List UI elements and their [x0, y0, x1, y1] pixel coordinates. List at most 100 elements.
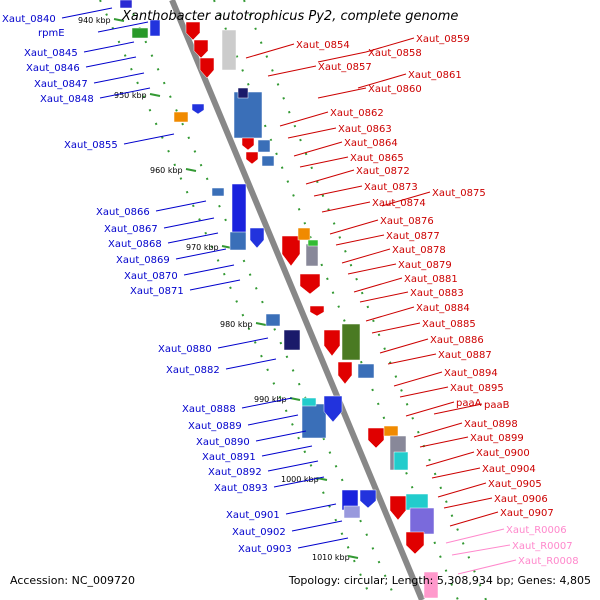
gene-feature-arrow [241, 137, 255, 151]
accession-label: Accession: NC_009720 [10, 574, 136, 587]
forward-gene-label: Xaut_0898 [464, 419, 518, 430]
forward-gene-label: Xaut_0875 [432, 188, 486, 199]
forward-gene-label: Xaut_0894 [444, 368, 498, 379]
gene-feature-block [283, 329, 301, 351]
kbp-tick-mark [185, 168, 197, 172]
gene-feature-arrow [193, 39, 209, 59]
kbp-tick-mark [255, 322, 267, 326]
forward-gene-leader [245, 43, 295, 59]
kbp-tick-label: 960 kbp [150, 166, 183, 175]
gene-feature-arrow [249, 227, 265, 249]
reverse-gene-leader [175, 248, 227, 260]
forward-gene-leader [449, 511, 499, 527]
gene-feature-block [119, 0, 133, 9]
gene-feature-arrow [405, 531, 425, 555]
gene-feature-arrow [281, 235, 301, 267]
gene-feature-block [265, 313, 281, 327]
forward-gene-label: Xaut_0873 [364, 182, 418, 193]
rna-gene-leader [445, 528, 505, 544]
forward-gene-label: Xaut_0884 [416, 303, 470, 314]
rna-gene-label: Xaut_R0006 [506, 525, 567, 536]
forward-gene-label: Xaut_0862 [330, 108, 384, 119]
reverse-gene-leader [163, 217, 215, 229]
reverse-gene-label: Xaut_0882 [166, 365, 220, 376]
forward-gene-leader [399, 386, 449, 398]
gene-feature-arrow [199, 57, 215, 79]
gene-feature-block [307, 239, 319, 247]
reverse-gene-leader [261, 445, 313, 457]
genome-backbone [169, 0, 425, 600]
forward-gene-leader [425, 451, 475, 467]
forward-gene-label: Xaut_0899 [470, 433, 524, 444]
gene-feature-arrow [245, 151, 259, 165]
reverse-gene-label: Xaut_0848 [40, 94, 94, 105]
rna-gene-label: Xaut_R0007 [512, 541, 573, 552]
gene-feature-block [211, 187, 225, 197]
forward-gene-label: Xaut_0864 [344, 138, 398, 149]
forward-gene-label: Xaut_0895 [450, 383, 504, 394]
forward-gene-label: Xaut_0861 [408, 70, 462, 81]
forward-gene-label: paaB [484, 400, 510, 411]
gene-feature-block [231, 183, 247, 235]
gene-feature-arrow [389, 495, 407, 521]
forward-gene-leader [279, 111, 329, 127]
reverse-gene-leader [93, 72, 145, 84]
reverse-gene-label: Xaut_0893 [214, 483, 268, 494]
kbp-tick-label: 980 kbp [220, 320, 253, 329]
forward-gene-label: Xaut_0858 [368, 48, 422, 59]
reverse-gene-label: Xaut_0847 [34, 79, 88, 90]
forward-gene-leader [379, 338, 429, 354]
gene-feature-block [305, 243, 319, 267]
kbp-tick-label: 990 kbp [254, 395, 287, 404]
reverse-gene-label: Xaut_0845 [24, 48, 78, 59]
reverse-gene-leader [291, 520, 343, 532]
reverse-gene-leader [217, 337, 269, 349]
forward-gene-leader [365, 37, 415, 53]
forward-gene-label: Xaut_0878 [392, 245, 446, 256]
reverse-gene-leader [247, 414, 299, 426]
reverse-gene-label: Xaut_0891 [202, 452, 256, 463]
rna-gene-label: Xaut_R0008 [518, 556, 579, 567]
forward-gene-label: Xaut_0900 [476, 448, 530, 459]
forward-gene-label: Xaut_0876 [380, 216, 434, 227]
reverse-gene-label: Xaut_0868 [108, 239, 162, 250]
forward-gene-leader [293, 141, 343, 157]
gene-feature-arrow [299, 273, 321, 295]
reverse-gene-label: Xaut_0855 [64, 140, 118, 151]
reverse-gene-label: Xaut_0871 [130, 286, 184, 297]
forward-gene-leader [335, 234, 385, 246]
forward-gene-label: paaA [456, 398, 482, 409]
gene-feature-block [405, 493, 429, 511]
forward-gene-label: Xaut_0906 [494, 494, 548, 505]
gene-feature-block [383, 425, 399, 437]
reverse-gene-label: Xaut_0889 [188, 421, 242, 432]
reverse-gene-label: Xaut_0903 [238, 544, 292, 555]
kbp-tick-label: 940 kbp [78, 16, 111, 25]
forward-gene-label: Xaut_0881 [404, 274, 458, 285]
forward-gene-label: Xaut_0905 [488, 479, 542, 490]
gene-feature-block [341, 323, 361, 361]
reverse-gene-label: Xaut_0870 [124, 271, 178, 282]
reverse-gene-leader [167, 232, 219, 244]
gene-feature-block [131, 27, 149, 39]
reverse-gene-leader [297, 537, 349, 549]
genome-summary: Topology: circular; Length: 5,308,934 bp… [288, 574, 591, 587]
reverse-gene-label: Xaut_0867 [104, 224, 158, 235]
gene-feature-block [149, 19, 161, 37]
reverse-gene-label: Xaut_0888 [182, 404, 236, 415]
gene-feature-block [343, 505, 361, 519]
gene-feature-arrow [323, 395, 343, 423]
reverse-gene-leader [225, 358, 277, 370]
forward-gene-leader [317, 51, 367, 63]
gene-feature-arrow [309, 305, 325, 317]
forward-gene-leader [329, 219, 379, 235]
reverse-gene-leader [189, 279, 241, 291]
gene-feature-block [233, 91, 263, 139]
forward-gene-label: Xaut_0907 [500, 508, 554, 519]
forward-gene-label: Xaut_0887 [438, 350, 492, 361]
reverse-gene-leader [255, 430, 307, 442]
kbp-tick-label: 1010 kbp [312, 553, 350, 562]
gene-feature-arrow [359, 489, 377, 509]
forward-gene-leader [437, 482, 487, 498]
reverse-gene-leader [85, 56, 137, 68]
